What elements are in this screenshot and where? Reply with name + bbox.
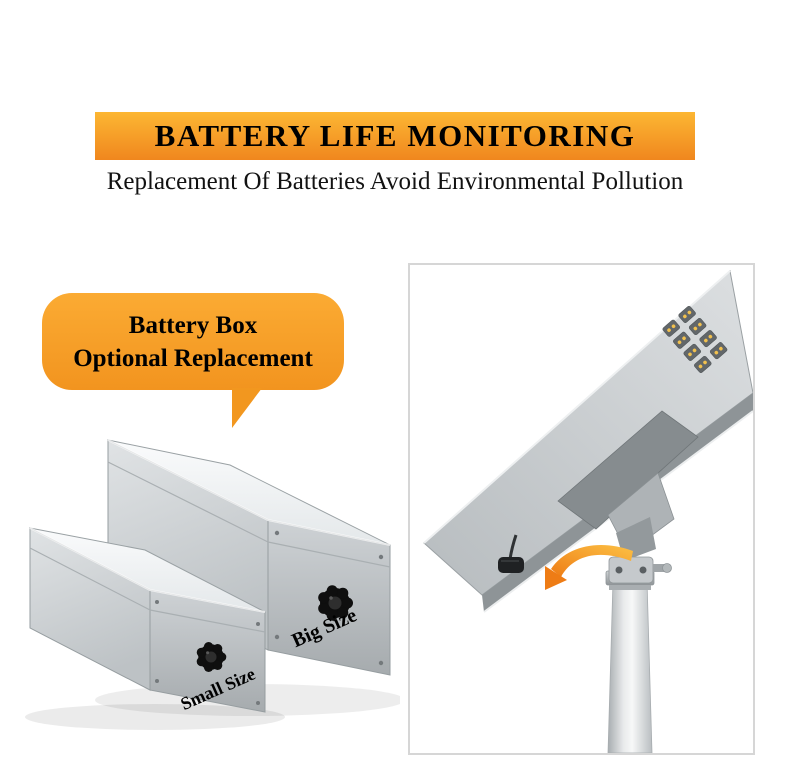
product-photo-frame (408, 263, 755, 755)
subtitle: Replacement Of Batteries Avoid Environme… (106, 168, 684, 195)
street-light-photo (423, 270, 753, 753)
callout-bubble: Battery Box Optional Replacement (42, 293, 344, 390)
battery-boxes-drawing (25, 439, 405, 730)
small-battery-box (29, 527, 266, 713)
callout-line1: Battery Box (128, 311, 258, 339)
battery-boxes-illustration (15, 415, 405, 733)
callout-tail (232, 388, 262, 428)
mounting-bracket (557, 410, 699, 584)
curved-arrow-icon (537, 537, 637, 629)
sensor-icon (498, 534, 524, 573)
banner-title: BATTERY LIFE MONITORING (154, 118, 636, 153)
led-modules-icon (662, 305, 728, 373)
callout-line2: Optional Replacement (73, 344, 313, 372)
banner: BATTERY LIFE MONITORING (95, 112, 695, 160)
